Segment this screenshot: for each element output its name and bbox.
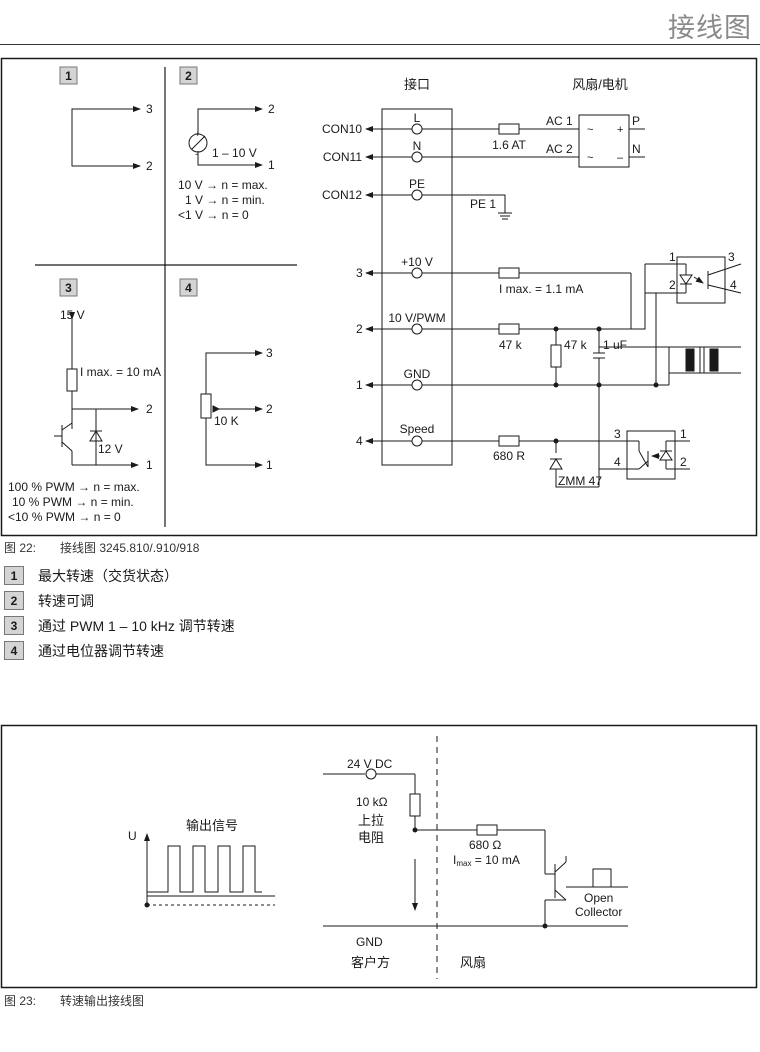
panel-3-badge: 3	[65, 281, 72, 295]
open-collector-2: Collector	[575, 905, 622, 919]
pin-3-label: 3	[356, 266, 363, 280]
p3-rule-max: 100 % PWM → n = max.	[8, 480, 140, 494]
opto1-pin-4: 4	[730, 278, 737, 292]
svg-text:–: –	[617, 152, 624, 164]
out-P: P	[632, 114, 640, 128]
p4-pin-3: 3	[266, 346, 273, 360]
terminal-N: N	[413, 139, 422, 153]
speed-output-diagram-fig23: U 输出信号 24 V DC 10 kΩ 上拉 电阻 680 Ω Imax = …	[0, 724, 758, 989]
opto1-pin-3: 3	[728, 250, 735, 264]
p3-pin-bottom: 1	[146, 458, 153, 472]
u-axis-label: U	[128, 829, 137, 843]
con11-label: CON11	[323, 150, 362, 164]
ac2-label: AC 2	[546, 142, 573, 156]
fig23-caption-number: 图 23:	[4, 994, 37, 1008]
out-N: N	[632, 142, 641, 156]
p3-rule-min: 10 % PWM → n = min.	[12, 495, 134, 509]
p2-rule-min: 1 V → n = min.	[185, 193, 265, 207]
p4-pin-1: 1	[266, 458, 273, 472]
p3-supply: 15 V	[60, 308, 85, 322]
imax-label: I max. = 1.1 mA	[499, 282, 583, 296]
fig22-caption-number: 图 22:	[4, 541, 37, 555]
cap-label: 1 uF	[603, 338, 627, 352]
svg-text:-: -	[195, 149, 198, 159]
r47b-label: 47 k	[564, 338, 588, 352]
p3-pin-mid: 2	[146, 402, 153, 416]
interface-header: 接口	[404, 77, 430, 92]
panel-badges	[59, 66, 198, 297]
opto2-pin-2: 2	[680, 455, 687, 469]
fan-header: 风扇/电机	[572, 77, 628, 92]
pullup-resistor-value: 10 kΩ	[356, 795, 388, 809]
r680-label: 680 Ω	[469, 838, 501, 852]
opto1-pin-2: 2	[669, 278, 676, 292]
p2-pot-label: 1 – 10 V	[212, 146, 257, 160]
signal-label: 输出信号	[186, 818, 238, 833]
terminal-PE: PE	[409, 177, 425, 191]
fig23-caption-text: 转速输出接线图	[60, 994, 145, 1008]
con10-label: CON10	[322, 122, 362, 136]
header-divider	[0, 44, 760, 45]
terminal-pwm: 10 V/PWM	[388, 311, 445, 325]
fan-side-label: 风扇	[460, 955, 486, 970]
pin-1-label: 1	[356, 378, 363, 392]
p2-rule-max: 10 V → n = max.	[178, 178, 268, 192]
terminal-speed: Speed	[400, 422, 435, 436]
gnd-label: GND	[356, 935, 383, 949]
svg-text:+: +	[195, 129, 200, 139]
fig22-caption-text: 接线图 3245.810/.910/918	[60, 541, 200, 555]
con12-label: CON12	[322, 188, 362, 202]
pin-4-label: 4	[356, 434, 363, 448]
opto1-pin-1: 1	[669, 250, 676, 264]
pin-2-label: 2	[356, 322, 363, 336]
r47a-label: 47 k	[499, 338, 523, 352]
supply-label: 24 V DC	[347, 757, 393, 771]
p4-pot: 10 K	[214, 414, 239, 428]
p2-pin-bottom: 1	[268, 158, 275, 172]
p3-zener: 12 V	[98, 442, 123, 456]
opto2-pin-4: 4	[614, 455, 621, 469]
p2-rule-zero: <1 V → n = 0	[178, 208, 249, 222]
wiring-diagram-fig22: 1 2 3 4 3 2 2 1 1 – 10 V + - 10 V → n = …	[0, 57, 758, 537]
opto2-pin-1: 1	[680, 427, 687, 441]
terminal-gnd: GND	[404, 367, 431, 381]
page-title: 接线图	[668, 13, 752, 43]
zmm-label: ZMM 47	[558, 474, 602, 488]
panel-2-badge: 2	[185, 69, 192, 83]
p1-pin-bottom: 2	[146, 159, 153, 173]
panel-1-badge: 1	[65, 69, 72, 83]
svg-text:~: ~	[587, 124, 593, 136]
pullup-label-1: 上拉	[358, 813, 384, 828]
r680-label: 680 R	[493, 449, 525, 463]
p4-pin-2: 2	[266, 402, 273, 416]
terminal-10v: +10 V	[401, 255, 433, 269]
pe1-label: PE 1	[470, 197, 496, 211]
pullup-label-2: 电阻	[358, 830, 384, 845]
ac1-label: AC 1	[546, 114, 573, 128]
opto2-pin-3: 3	[614, 427, 621, 441]
terminal-L: L	[414, 111, 421, 125]
open-collector-1: Open	[584, 891, 613, 905]
p1-pin-top: 3	[146, 102, 153, 116]
fig22-frame	[0, 57, 758, 537]
imax-label: Imax = 10 mA	[453, 853, 520, 868]
client-side-label: 客户方	[351, 955, 390, 970]
p3-imax: I max. = 10 mA	[80, 365, 161, 379]
svg-text:~: ~	[587, 152, 593, 164]
fuse-label: 1.6 AT	[492, 138, 526, 152]
p2-pin-top: 2	[268, 102, 275, 116]
p3-rule-zero: <10 % PWM → n = 0	[8, 510, 121, 524]
svg-text:+: +	[617, 124, 623, 136]
panel-4-badge: 4	[185, 281, 192, 295]
